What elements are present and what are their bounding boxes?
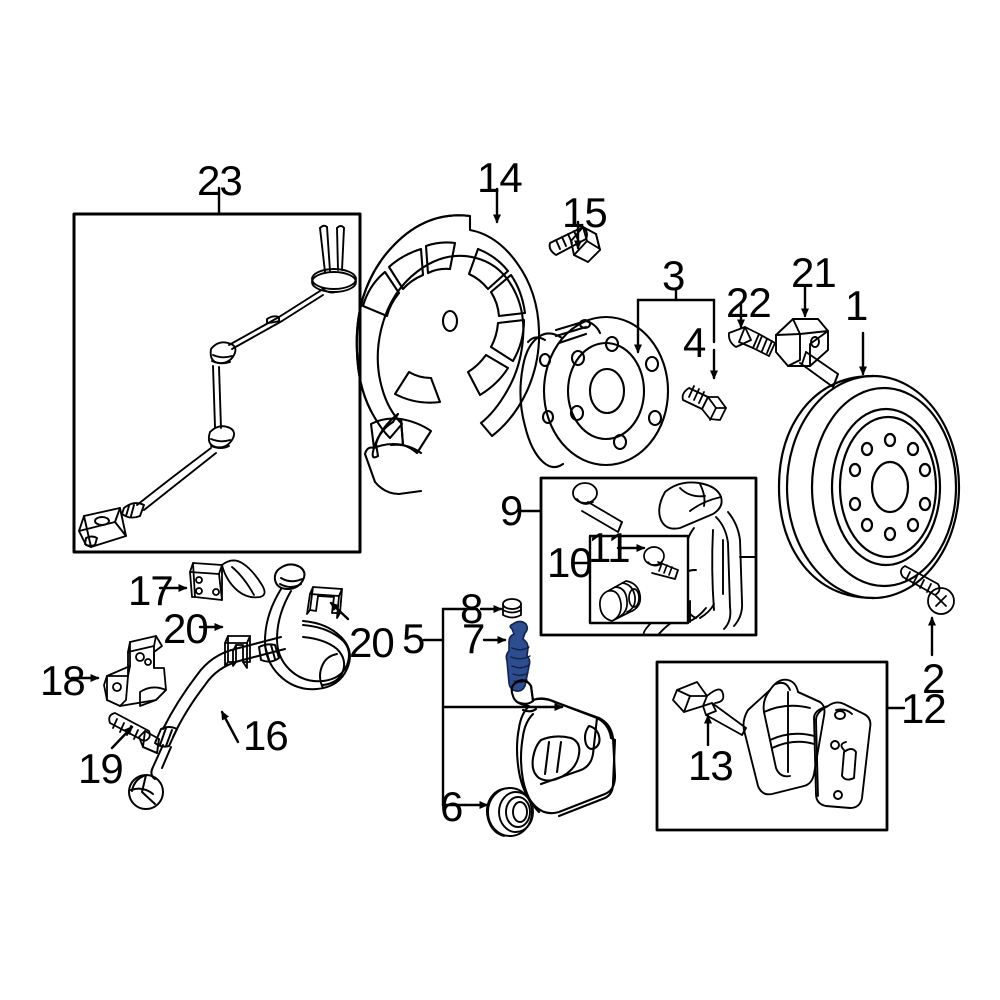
brake-caliper-art [510,679,617,818]
brake-rotor-art [777,374,961,600]
callout-18[interactable]: 18 [40,657,86,704]
leader-16 [220,710,240,744]
callout-9[interactable]: 9 [500,487,523,534]
abs-speed-sensor-art [775,318,839,388]
callout-11[interactable]: 11 [588,524,631,571]
callout-23[interactable]: 23 [197,157,243,204]
callout-17[interactable]: 17 [128,567,174,614]
bleeder-cap-art [502,598,522,619]
callout-3[interactable]: 3 [662,252,685,299]
hose-clip-2-art [306,586,343,619]
callout-7[interactable]: 7 [462,615,485,662]
callout-21[interactable]: 21 [791,249,837,296]
callout-15[interactable]: 15 [562,189,608,236]
guide-pin-sleeve-art [599,580,642,622]
brake-pad-outer-art [742,678,826,796]
callout-20a[interactable]: 20 [163,605,209,652]
callout-13[interactable]: 13 [688,742,734,789]
harness-box-frame [72,212,362,554]
leader-3-bracket [636,288,716,344]
bleeder-screw-art [505,620,531,692]
callout-10[interactable]: 10 [547,539,593,586]
callout-22[interactable]: 22 [726,279,772,326]
leader-5-bracket [422,607,548,807]
callout-8[interactable]: 8 [460,585,483,632]
callout-20b[interactable]: 20 [349,619,395,666]
abs-sensor-bolt-art [727,326,776,357]
guide-pin-bolt-art [643,546,679,580]
callout-5[interactable]: 5 [402,615,425,662]
callout-14[interactable]: 14 [477,154,523,201]
callout-19[interactable]: 19 [78,745,124,792]
callout-2[interactable]: 2 [922,655,945,702]
callout-4[interactable]: 4 [683,319,706,366]
leader-19 [110,725,134,750]
brake-hose-art [128,563,351,810]
rotor-screw-art [900,565,955,615]
abs-sensor-harness-art [78,224,357,548]
bracket-bolt-art [572,482,623,533]
callout-1[interactable]: 1 [845,282,868,329]
brake-pad-inner-art [813,701,872,809]
hub-mounting-bolt-art [681,385,727,421]
piston-seal-art [485,787,534,837]
wheel-hub-assembly-art [519,315,670,469]
brake-dust-shield-art [355,214,541,496]
hose-bracket-upper-art [189,559,266,601]
hose-clip-1-art [224,635,251,669]
hose-bracket-lower-art [103,635,167,707]
callout-12[interactable]: 12 [901,685,947,732]
callout-16[interactable]: 16 [243,712,289,759]
callout-6[interactable]: 6 [440,783,463,830]
leader-20b [329,601,350,621]
